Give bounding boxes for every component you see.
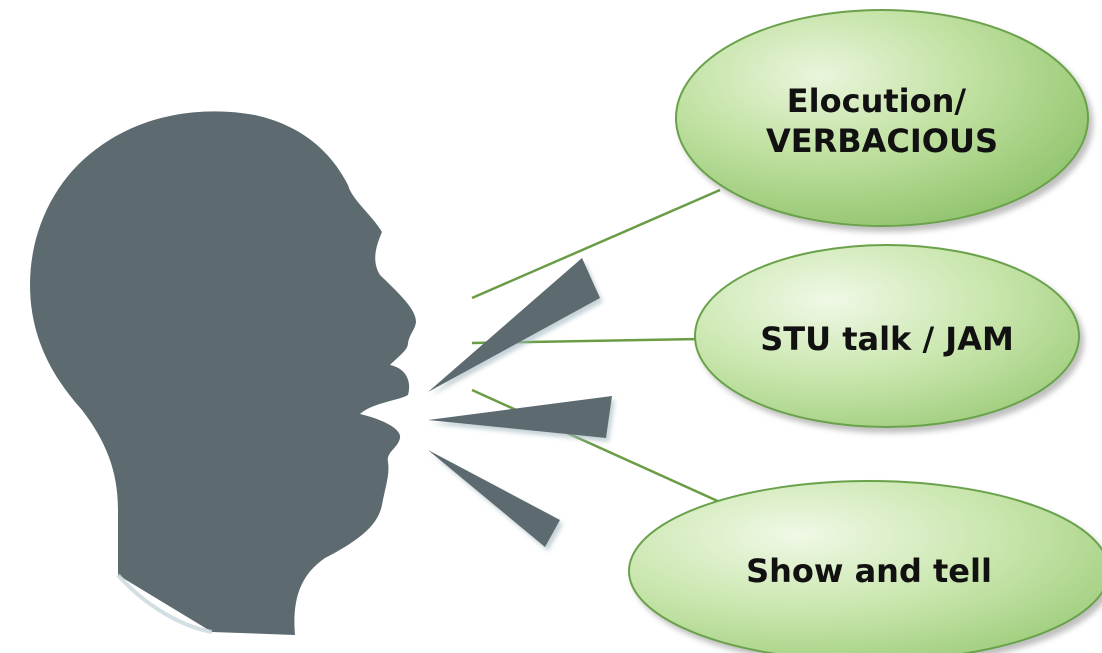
connector-line-elocution [471,188,721,300]
bubble-stu-talk-shape [694,244,1080,428]
bubble-show-and-tell-label: Show and tell [746,552,992,590]
bubble-elocution-shape [675,9,1089,227]
bubble-stu-talk [694,244,1080,428]
bubble-elocution [675,9,1089,227]
bubble-show-and-tell-shape [628,480,1102,653]
sound-wave-wedges-icon [428,258,612,547]
sound-wave-middle [428,396,612,438]
sound-wave-bottom [428,450,560,547]
bubble-show-and-tell [628,480,1102,653]
bubble-elocution-line-1: Elocution/ [787,82,967,120]
bubble-elocution-label: Elocution/ VERBACIOUS [766,82,998,160]
sound-wave-top [428,258,600,392]
bubble-stu-talk-label: STU talk / JAM [760,320,1014,358]
bubble-elocution-line-2: VERBACIOUS [766,122,998,160]
speaking-head-silhouette-icon [30,111,416,635]
